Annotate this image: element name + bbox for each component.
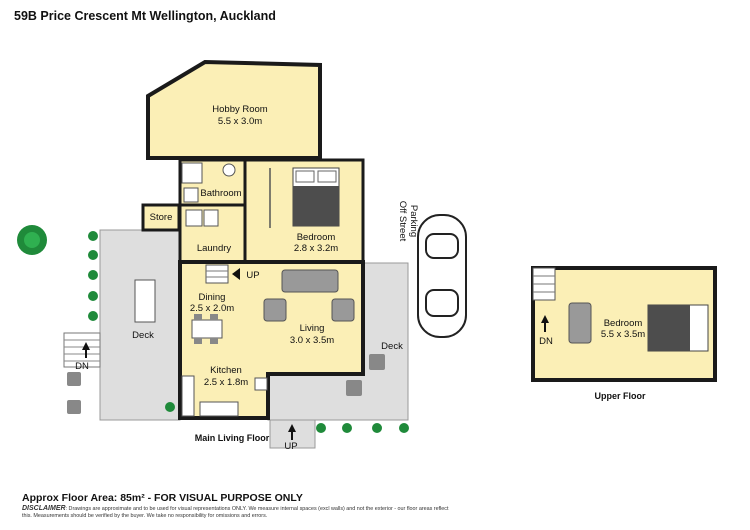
floor-area-summary: Approx Floor Area: 85m² - FOR VISUAL PUR… xyxy=(22,492,303,504)
upper-floor-label: Upper Floor xyxy=(595,391,646,401)
hobby-room-label: Hobby Room xyxy=(212,104,268,115)
dn-deck-label: DN xyxy=(75,361,89,372)
toilet xyxy=(183,187,199,203)
plant-icon xyxy=(88,231,98,241)
plant-icon xyxy=(342,423,352,433)
disclaimer: DISCLAIMER: Drawings are approximate and… xyxy=(22,505,452,520)
sofa xyxy=(281,269,339,293)
deck-left-label: Deck xyxy=(132,330,154,341)
dn-upper-arrow-icon xyxy=(541,315,549,323)
dn-upper-label: DN xyxy=(539,336,553,347)
living-size: 3.0 x 3.5m xyxy=(290,335,334,346)
dn-arrow-icon xyxy=(82,342,90,350)
basin xyxy=(222,163,236,177)
plant-icon xyxy=(88,270,98,280)
plant-icon xyxy=(165,402,175,412)
bedroom-upper-size: 5.5 x 3.5m xyxy=(601,329,645,340)
dining-table xyxy=(191,319,223,339)
bathroom-label: Bathroom xyxy=(200,188,241,199)
dining-label: Dining xyxy=(199,292,226,303)
hobby-room-size: 5.5 x 3.0m xyxy=(218,116,262,127)
bedroom-main-size: 2.8 x 3.2m xyxy=(294,243,338,254)
living-label: Living xyxy=(300,323,325,334)
up-stairs-label: UP xyxy=(246,270,259,281)
shower xyxy=(181,162,203,184)
plant-icon xyxy=(372,423,382,433)
deck-chair-2 xyxy=(67,400,81,414)
disclaimer-text: : Drawings are approximate and to be use… xyxy=(22,506,449,519)
plant-icon xyxy=(316,423,326,433)
deck-chair-1 xyxy=(67,372,81,386)
deck-chair-right-2 xyxy=(346,380,362,396)
bedroom-upper-label: Bedroom xyxy=(604,318,643,329)
washing-machine xyxy=(185,209,203,227)
fridge xyxy=(254,377,268,391)
plant-icon xyxy=(88,291,98,301)
outdoor-table xyxy=(134,279,156,323)
laundry-tub xyxy=(203,209,219,227)
bedroom-main-label: Bedroom xyxy=(297,232,336,243)
plant-icon xyxy=(88,250,98,260)
stairs-main xyxy=(205,264,229,284)
up-arrow-icon xyxy=(232,268,240,280)
plant-icon xyxy=(88,311,98,321)
parking-label-line2: Parking xyxy=(408,205,419,237)
kitchen-sink xyxy=(199,401,239,417)
kitchen-size: 2.5 x 1.8m xyxy=(204,377,248,388)
dining-size: 2.5 x 2.0m xyxy=(190,303,234,314)
kitchen-counter xyxy=(181,375,195,417)
tree-icon xyxy=(17,225,47,255)
store xyxy=(141,203,181,232)
car-icon xyxy=(417,214,467,338)
address-title: 59B Price Crescent Mt Wellington, Auckla… xyxy=(14,9,276,23)
kitchen-label: Kitchen xyxy=(210,365,242,376)
store-label: Store xyxy=(150,212,173,223)
armchair-left xyxy=(263,298,287,322)
entry-up-arrow-icon xyxy=(288,424,296,432)
laundry-label: Laundry xyxy=(197,243,232,254)
main-floor-label: Main Living Floor xyxy=(195,433,270,443)
armchair-right xyxy=(331,298,355,322)
living-dining-kitchen xyxy=(178,260,365,420)
parking-label-line1: Off Street xyxy=(397,201,408,242)
hobby-room xyxy=(146,59,322,160)
bed-main-cover xyxy=(293,186,339,226)
deck-right-label: Deck xyxy=(381,341,403,352)
up-entry-label: UP xyxy=(284,441,297,452)
plant-icon xyxy=(399,423,409,433)
deck-left-area xyxy=(99,229,181,421)
disclaimer-heading: DISCLAIMER xyxy=(22,505,66,512)
bed-upper-cover xyxy=(648,305,690,351)
upper-sofa xyxy=(568,302,592,344)
deck-chair-right xyxy=(369,354,385,370)
